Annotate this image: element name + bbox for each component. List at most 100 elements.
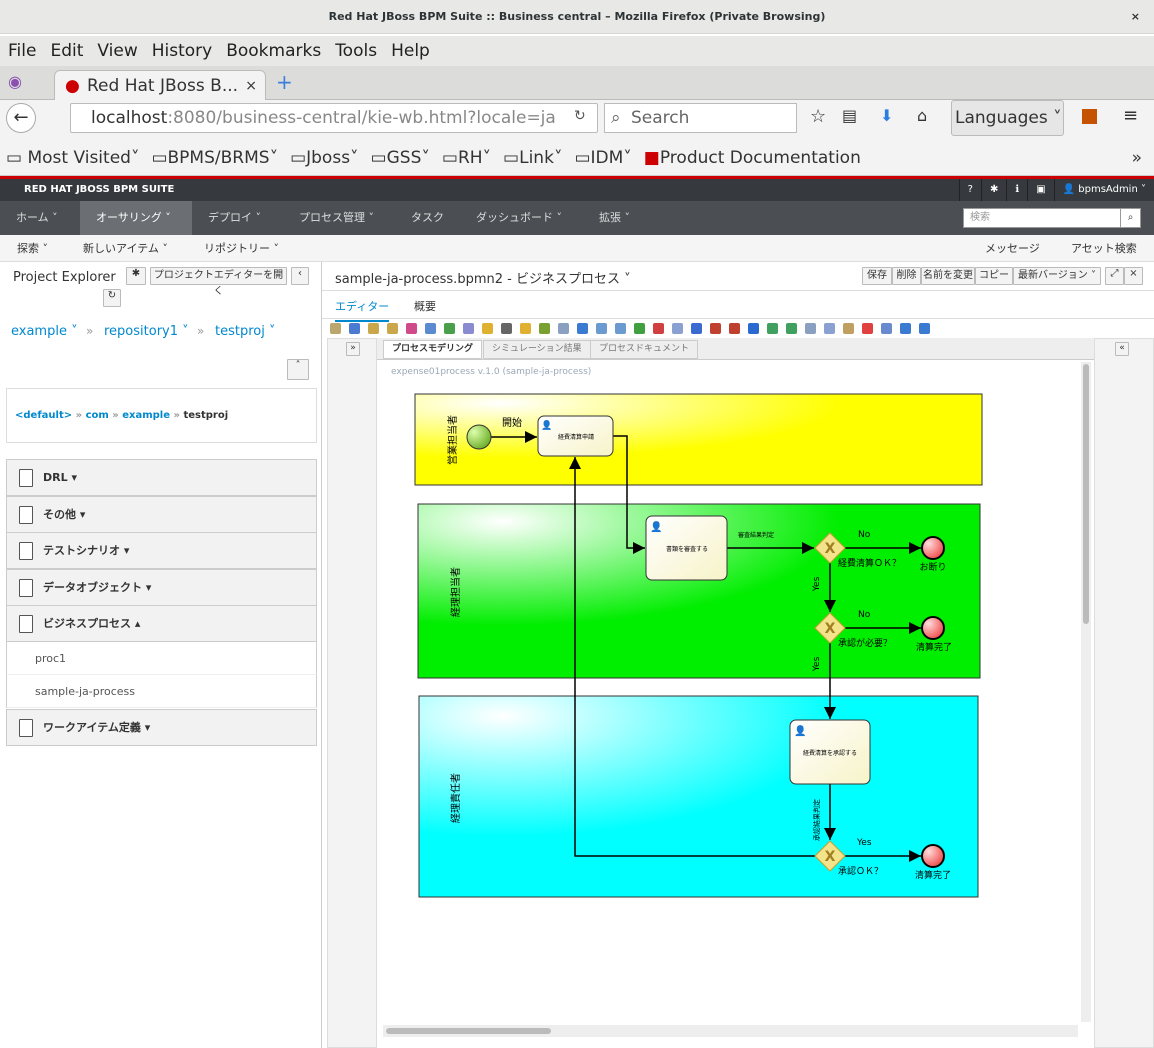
latest-version-dropdown[interactable]: 最新バージョン ˅ bbox=[1013, 267, 1101, 285]
undo-icon[interactable] bbox=[767, 323, 778, 334]
save-icon[interactable] bbox=[577, 323, 588, 334]
redo-icon[interactable] bbox=[786, 323, 797, 334]
lock-icon[interactable] bbox=[368, 323, 379, 334]
nav-extensions[interactable]: 拡張 ˅ bbox=[599, 211, 630, 224]
user-menu[interactable]: 👤 bpmsAdmin ˅ bbox=[1053, 179, 1154, 201]
save-button[interactable]: 保存 bbox=[862, 267, 892, 285]
bookmark-product-docs[interactable]: ■Product Documentation bbox=[643, 148, 861, 168]
tab-editor[interactable]: エディター bbox=[335, 298, 390, 322]
nav-tasks[interactable]: タスク bbox=[411, 211, 444, 224]
hamburger-menu-icon[interactable]: ≡ bbox=[1123, 105, 1139, 126]
film-icon[interactable] bbox=[501, 323, 512, 334]
section-test-scenario[interactable]: テストシナリオ ▾ bbox=[6, 532, 317, 569]
explorer-settings-button[interactable]: ✱ bbox=[126, 267, 146, 285]
node-icon[interactable] bbox=[710, 323, 721, 334]
collapse-up-button[interactable]: ˄ bbox=[287, 359, 309, 380]
refresh-button[interactable]: ↻ bbox=[103, 289, 121, 307]
zoom-100-icon[interactable] bbox=[672, 323, 683, 334]
color-icon[interactable] bbox=[406, 323, 417, 334]
subnav-messages[interactable]: メッセージ bbox=[985, 242, 1040, 255]
open-project-editor-button[interactable]: プロジェクトエディターを開く bbox=[150, 267, 287, 297]
shape-icon[interactable] bbox=[349, 323, 360, 334]
lane-sales[interactable] bbox=[414, 393, 983, 486]
close-tab-icon[interactable]: × bbox=[245, 78, 257, 94]
end-event[interactable] bbox=[921, 616, 945, 640]
tab-overview[interactable]: 概要 bbox=[414, 300, 436, 313]
rename-button[interactable]: 名前を変更 bbox=[921, 267, 975, 285]
section-other[interactable]: その他 ▾ bbox=[6, 496, 317, 533]
tab-simulation-results[interactable]: シミュレーション結果 bbox=[483, 340, 591, 359]
reload-icon[interactable]: ↻ bbox=[574, 108, 586, 124]
paste-icon[interactable] bbox=[843, 323, 854, 334]
nav-authoring[interactable]: オーサリング ˅ bbox=[80, 201, 192, 235]
home-icon[interactable]: ⌂ bbox=[917, 106, 928, 125]
close-editor-button[interactable]: × bbox=[1124, 267, 1143, 285]
bookmark-most-visited[interactable]: ▭ Most Visited˅ bbox=[6, 148, 140, 168]
reading-list-icon[interactable]: ▤ bbox=[842, 106, 858, 125]
zoom-fit-icon[interactable] bbox=[596, 323, 607, 334]
bookmark-folder-idm[interactable]: ▭IDM˅ bbox=[574, 148, 632, 168]
zoom-icon[interactable] bbox=[615, 323, 626, 334]
task-expense-request[interactable] bbox=[537, 415, 614, 457]
bookmark-folder-bpms[interactable]: ▭BPMS/BRMS˅ bbox=[151, 148, 279, 168]
more-bookmarks-icon[interactable]: » bbox=[1131, 148, 1142, 168]
pkg-example[interactable]: example bbox=[122, 410, 170, 421]
cylinder-icon[interactable] bbox=[520, 323, 531, 334]
subnav-repository[interactable]: リポジトリー ˅ bbox=[204, 242, 279, 255]
menu-view[interactable]: View bbox=[97, 41, 138, 61]
crumb-organization[interactable]: example ˅ bbox=[11, 324, 78, 339]
collapse-panel-button[interactable]: ‹ bbox=[291, 267, 309, 285]
nav-home[interactable]: ホーム ˅ bbox=[16, 211, 58, 224]
expand-properties-button[interactable]: « bbox=[1115, 342, 1129, 356]
help-icon[interactable]: ? bbox=[958, 179, 981, 201]
tab-process-document[interactable]: プロセスドキュメント bbox=[590, 340, 699, 359]
disk-icon[interactable] bbox=[748, 323, 759, 334]
subnav-explore[interactable]: 探索 ˅ bbox=[17, 242, 48, 255]
horizontal-scrollbar[interactable] bbox=[383, 1025, 1078, 1037]
copy-icon[interactable] bbox=[824, 323, 835, 334]
node-icon[interactable] bbox=[729, 323, 740, 334]
gateway[interactable]: X bbox=[814, 840, 846, 872]
new-tab-icon[interactable]: + bbox=[276, 70, 293, 94]
copy-button[interactable]: コピー bbox=[975, 267, 1013, 285]
share-icon[interactable] bbox=[881, 323, 892, 334]
nav-deploy[interactable]: デプロイ ˅ bbox=[208, 211, 261, 224]
scrollbar-thumb[interactable] bbox=[386, 1028, 551, 1034]
task-review-documents[interactable] bbox=[645, 515, 728, 581]
close-window-icon[interactable]: × bbox=[1130, 10, 1140, 23]
menu-history[interactable]: History bbox=[151, 41, 213, 61]
menu-file[interactable]: File bbox=[8, 41, 37, 61]
start-event[interactable] bbox=[466, 424, 492, 450]
lane-accounting-manager[interactable] bbox=[418, 695, 979, 898]
briefcase-icon[interactable]: ▣ bbox=[1027, 179, 1053, 201]
gateway[interactable]: X bbox=[814, 612, 846, 644]
editor-title[interactable]: sample-ja-process.bpmn2 - ビジネスプロセス ˅ bbox=[335, 272, 631, 287]
section-data-objects[interactable]: データオブジェクト ▾ bbox=[6, 569, 317, 606]
crumb-project[interactable]: testproj ˅ bbox=[215, 324, 276, 339]
list-item[interactable]: proc1 bbox=[6, 642, 317, 675]
arrow-left-icon[interactable] bbox=[900, 323, 911, 334]
arrow-right-icon[interactable] bbox=[919, 323, 930, 334]
delete-icon[interactable] bbox=[862, 323, 873, 334]
back-button[interactable]: ← bbox=[6, 103, 36, 133]
task-approve-expense[interactable] bbox=[789, 719, 871, 785]
list-item[interactable]: sample-ja-process bbox=[6, 675, 317, 708]
end-event[interactable] bbox=[921, 844, 945, 868]
pencil-icon[interactable] bbox=[539, 323, 550, 334]
expand-palette-button[interactable]: » bbox=[346, 342, 360, 356]
browser-search-input[interactable]: ⌕Search bbox=[604, 103, 797, 133]
subnav-new-item[interactable]: 新しいアイテム ˅ bbox=[83, 242, 168, 255]
history-icon[interactable] bbox=[330, 323, 341, 334]
validate-icon[interactable] bbox=[482, 323, 493, 334]
import-icon[interactable] bbox=[444, 323, 455, 334]
bookmark-folder-link[interactable]: ▭Link˅ bbox=[503, 148, 563, 168]
app-search-input[interactable]: 検索⌕ bbox=[963, 208, 1141, 228]
scrollbar-thumb[interactable] bbox=[1083, 364, 1089, 624]
downloads-icon[interactable]: ⬇ bbox=[880, 106, 894, 125]
end-event[interactable] bbox=[921, 536, 945, 560]
section-business-process[interactable]: ビジネスプロセス ▴ bbox=[6, 605, 317, 642]
page-icon[interactable] bbox=[691, 323, 702, 334]
menu-tools[interactable]: Tools bbox=[335, 41, 378, 61]
bookmark-folder-jboss[interactable]: ▭Jboss˅ bbox=[290, 148, 359, 168]
menu-help[interactable]: Help bbox=[391, 41, 430, 61]
